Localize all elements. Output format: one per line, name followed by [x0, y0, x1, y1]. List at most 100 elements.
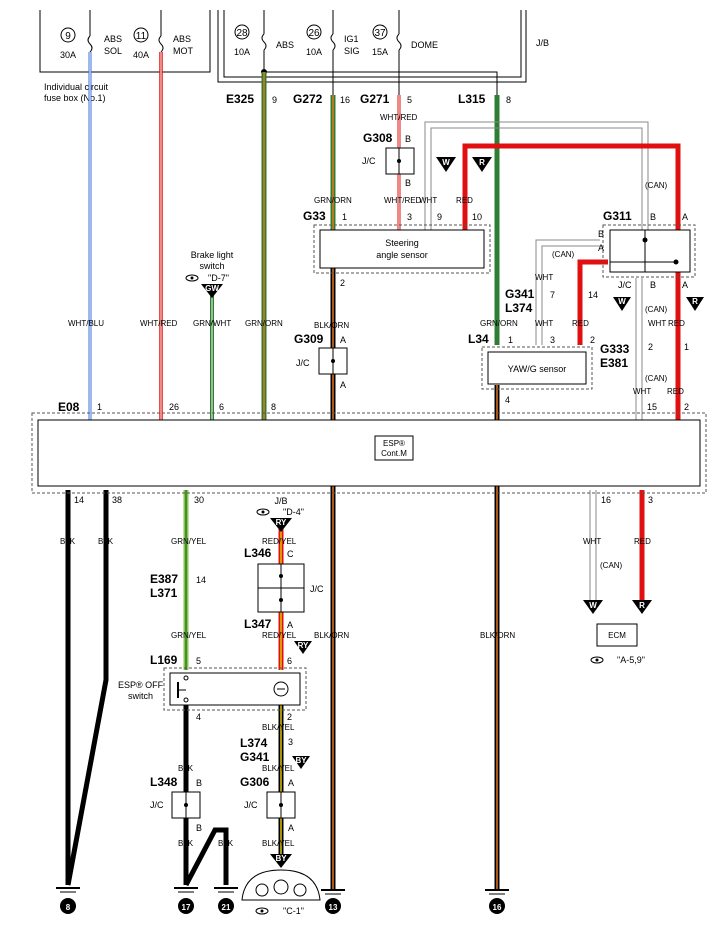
conn-g308: G308 [363, 131, 393, 145]
svg-text:14: 14 [588, 290, 598, 300]
svg-text:R: R [479, 158, 485, 167]
svg-text:11: 11 [136, 31, 147, 42]
svg-text:GRN/YEL: GRN/YEL [171, 537, 207, 546]
fusebox-label-line2: fuse box (No.1) [44, 93, 106, 103]
svg-text:BY: BY [295, 756, 307, 765]
svg-text:J/C: J/C [362, 156, 376, 166]
flag-w-3: W [583, 600, 603, 614]
svg-text:WHT: WHT [583, 537, 601, 546]
conn-g341-a: G341 [505, 287, 535, 301]
svg-text:GRN/YEL: GRN/YEL [171, 631, 207, 640]
svg-text:(CAN): (CAN) [645, 181, 668, 190]
svg-text:6: 6 [219, 402, 224, 412]
conn-e325: E325 [226, 92, 254, 106]
svg-text:MOT: MOT [173, 46, 193, 56]
svg-text:B: B [598, 229, 604, 239]
esp-cont-label [374, 435, 414, 461]
svg-text:angle sensor: angle sensor [376, 250, 428, 260]
svg-text:J/C: J/C [150, 800, 164, 810]
svg-text:switch: switch [199, 261, 224, 271]
eye-icon [256, 508, 270, 516]
svg-text:3: 3 [288, 737, 293, 747]
svg-text:8: 8 [506, 95, 511, 105]
svg-text:"C-1": "C-1" [283, 906, 304, 916]
svg-text:GRN/ORN: GRN/ORN [245, 319, 283, 328]
flag-w-2: W [613, 297, 631, 311]
ground-13: 13 [321, 889, 345, 914]
flag-w-1: W [436, 157, 456, 172]
svg-text:A: A [598, 243, 604, 253]
eye-icon [590, 656, 604, 664]
jb-label: J/B [536, 38, 549, 48]
svg-text:(CAN): (CAN) [645, 305, 668, 314]
flag-by-2: BY [270, 854, 292, 868]
svg-text:5: 5 [407, 95, 412, 105]
ground-16: 16 [485, 889, 509, 914]
conn-l374-a: L374 [505, 301, 533, 315]
svg-text:A: A [288, 778, 294, 788]
svg-text:10A: 10A [306, 47, 322, 57]
svg-text:6: 6 [287, 656, 292, 666]
svg-text:Cont.M: Cont.M [381, 449, 407, 458]
svg-text:Steering: Steering [385, 238, 419, 248]
svg-text:R: R [692, 297, 698, 306]
wire-blk-38 [65, 490, 109, 886]
svg-text:BLK/ORN: BLK/ORN [314, 631, 349, 640]
svg-text:BLK/YEL: BLK/YEL [262, 839, 295, 848]
svg-text:8: 8 [271, 402, 276, 412]
flag-r-1: R [472, 157, 492, 172]
svg-text:BLK: BLK [178, 839, 194, 848]
svg-text:37: 37 [374, 28, 386, 39]
svg-text:RED: RED [456, 196, 473, 205]
esp-control-module [37, 419, 701, 487]
svg-text:1: 1 [684, 342, 689, 352]
svg-text:A: A [340, 380, 346, 390]
svg-text:17: 17 [182, 903, 191, 912]
svg-text:GRN/ORN: GRN/ORN [480, 319, 518, 328]
svg-text:9: 9 [65, 31, 71, 42]
svg-text:W: W [618, 297, 626, 306]
svg-text:16: 16 [601, 495, 611, 505]
svg-text:21: 21 [222, 903, 231, 912]
conn-l371: L371 [150, 586, 178, 600]
fuse-11: 11 40A ABS MOT [133, 10, 193, 60]
conn-g311: G311 [603, 209, 632, 223]
svg-text:(CAN): (CAN) [600, 561, 623, 570]
svg-text:WHT: WHT [535, 273, 553, 282]
svg-text:WHT: WHT [633, 387, 651, 396]
eye-icon [255, 907, 269, 915]
conn-g272: G272 [293, 92, 323, 106]
flag-r-2: R [686, 297, 704, 311]
combination-meter-icon [241, 869, 321, 901]
svg-text:ABS: ABS [173, 34, 191, 44]
svg-text:WHT/RED: WHT/RED [140, 319, 178, 328]
svg-text:(CAN): (CAN) [552, 250, 575, 259]
svg-text:WHT/BLU: WHT/BLU [68, 319, 104, 328]
svg-text:10: 10 [472, 212, 482, 222]
wire-red-can [462, 143, 681, 600]
svg-text:"D-7": "D-7" [208, 273, 229, 283]
ground-17: 17 [174, 887, 198, 914]
svg-text:RED: RED [634, 537, 651, 546]
svg-text:SOL: SOL [104, 46, 122, 56]
svg-text:ECM: ECM [608, 631, 626, 640]
svg-text:9: 9 [437, 212, 442, 222]
svg-text:J/C: J/C [618, 280, 632, 290]
svg-text:RY: RY [276, 518, 287, 527]
svg-text:WHT/RED: WHT/RED [380, 113, 418, 122]
svg-text:14: 14 [74, 495, 84, 505]
svg-text:7: 7 [550, 290, 555, 300]
svg-text:2: 2 [648, 342, 653, 352]
svg-text:30: 30 [194, 495, 204, 505]
conn-l347: L347 [244, 617, 272, 631]
conn-l34: L34 [468, 332, 489, 346]
svg-text:BLK/YEL: BLK/YEL [262, 723, 295, 732]
svg-text:BY: BY [275, 854, 287, 863]
svg-text:30A: 30A [60, 50, 76, 60]
svg-text:3: 3 [648, 495, 653, 505]
svg-text:A: A [340, 335, 346, 345]
fuse-26: 26 10A IG1 SIG [306, 10, 360, 57]
svg-text:(CAN): (CAN) [645, 374, 668, 383]
svg-text:WHT: WHT [648, 319, 666, 328]
